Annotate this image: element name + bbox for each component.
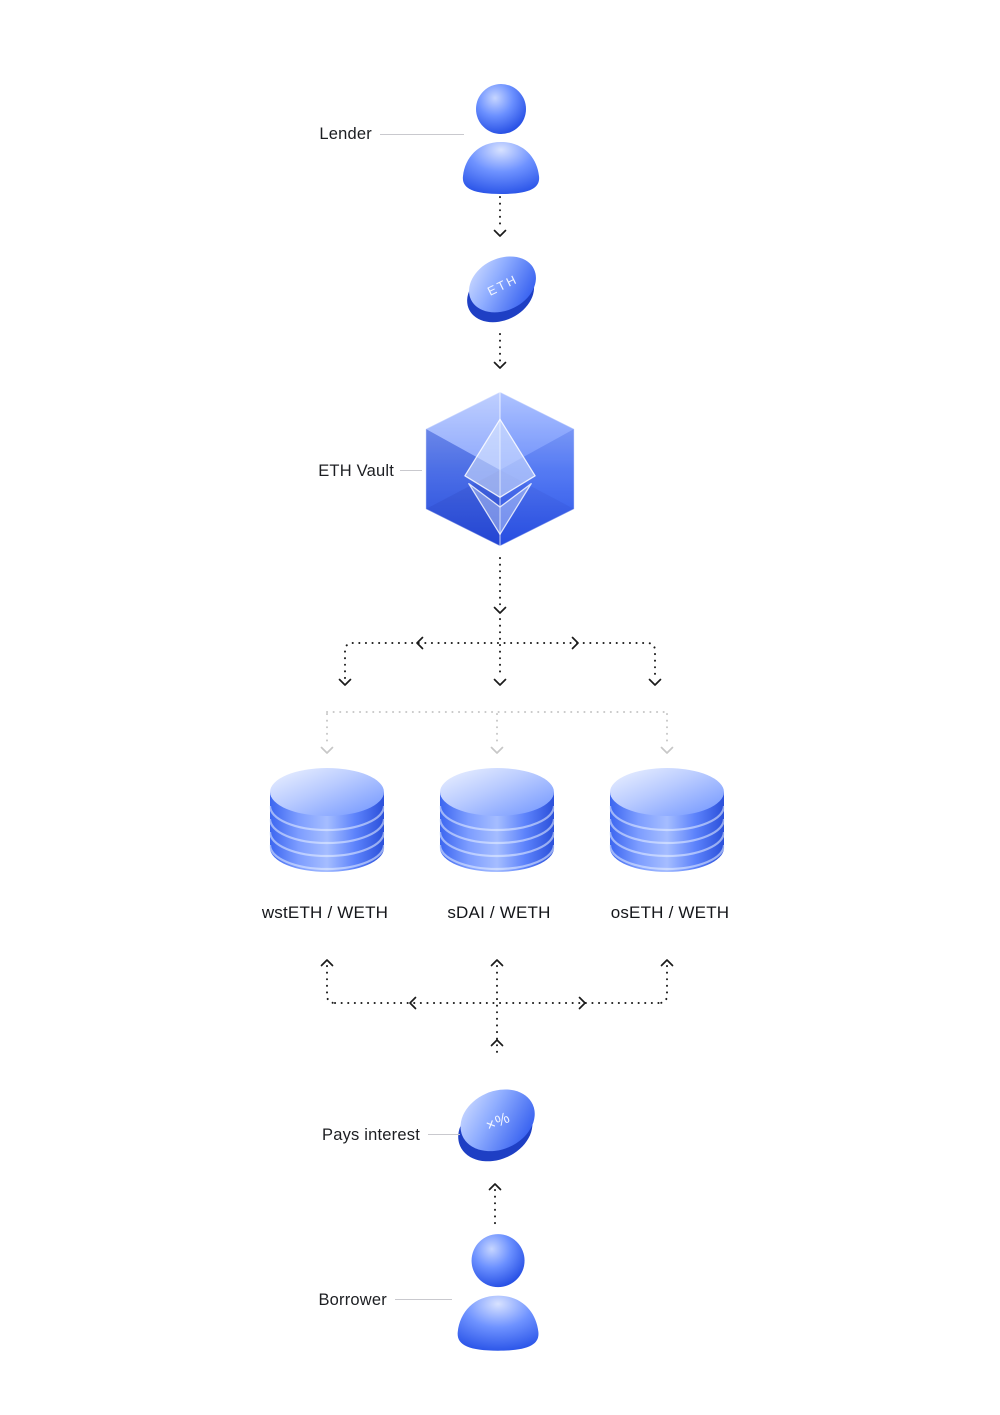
branch-to-pools [338, 636, 662, 686]
vault-facet-bottom-left [425, 469, 500, 547]
lender-head [476, 84, 526, 134]
stack-rim [608, 818, 726, 845]
borrower-head [471, 1234, 525, 1288]
borrower-label-line [395, 1299, 452, 1300]
stack-top [440, 768, 554, 816]
stack-rim [268, 805, 386, 832]
ethereum-glyph-top [464, 418, 536, 498]
pays-interest-label-line [428, 1134, 460, 1135]
eth-vault-label-line [400, 470, 422, 471]
vault-facet-left [425, 429, 500, 509]
lender-label-line [380, 134, 464, 135]
pool-sdai-weth-icon [438, 768, 556, 872]
arrow-vault-to-branch [493, 557, 507, 641]
stack-top [610, 768, 724, 816]
interest-coin-icon: ×% [458, 1089, 535, 1162]
ethereum-glyph-bottom [468, 482, 532, 535]
pool-oseth-weth-icon [608, 768, 726, 872]
stack-rim [268, 831, 386, 858]
eth-vault-label: ETH Vault [318, 462, 394, 480]
vault-outline [425, 391, 575, 547]
pool-oseth-weth-label: osETH / WETH [610, 903, 730, 922]
pays-interest-label: Pays interest [322, 1126, 420, 1144]
stack-rim [608, 831, 726, 858]
interest-coin-face [460, 1089, 535, 1152]
arrows-interest-to-pools [320, 959, 674, 1057]
stack-top [270, 768, 384, 816]
lender-body [462, 142, 540, 194]
arrow-eth-to-vault [493, 333, 507, 369]
vault-facet-bottom-right [500, 469, 575, 547]
pool-sdai-weth-label: sDAI / WETH [447, 903, 551, 922]
stack-rim [438, 818, 556, 845]
stack-rim [268, 818, 386, 845]
pool-wsteth-weth-icon [268, 768, 386, 872]
stack-rim [608, 805, 726, 832]
borrower-icon [457, 1234, 539, 1351]
stack-rim [438, 831, 556, 858]
arrow-lender-to-eth [493, 196, 507, 237]
eth-coin-face [469, 256, 536, 313]
arrow-borrower-to-interest [488, 1183, 502, 1227]
vault-facet-right [500, 429, 575, 509]
lender-icon [462, 84, 540, 194]
stack-rim [268, 844, 386, 871]
stack-rim [438, 805, 556, 832]
borrower-body [457, 1295, 539, 1351]
pool-wsteth-weth-label: wstETH / WETH [261, 903, 389, 922]
stack-rim [438, 844, 556, 871]
eth-coin-icon: ETH [467, 256, 536, 323]
eth-vault-icon [425, 391, 575, 547]
borrower-label: Borrower [318, 1291, 387, 1309]
stack-rim [608, 844, 726, 871]
lender-label: Lender [319, 125, 372, 143]
branch-to-pools-faded [320, 711, 674, 754]
